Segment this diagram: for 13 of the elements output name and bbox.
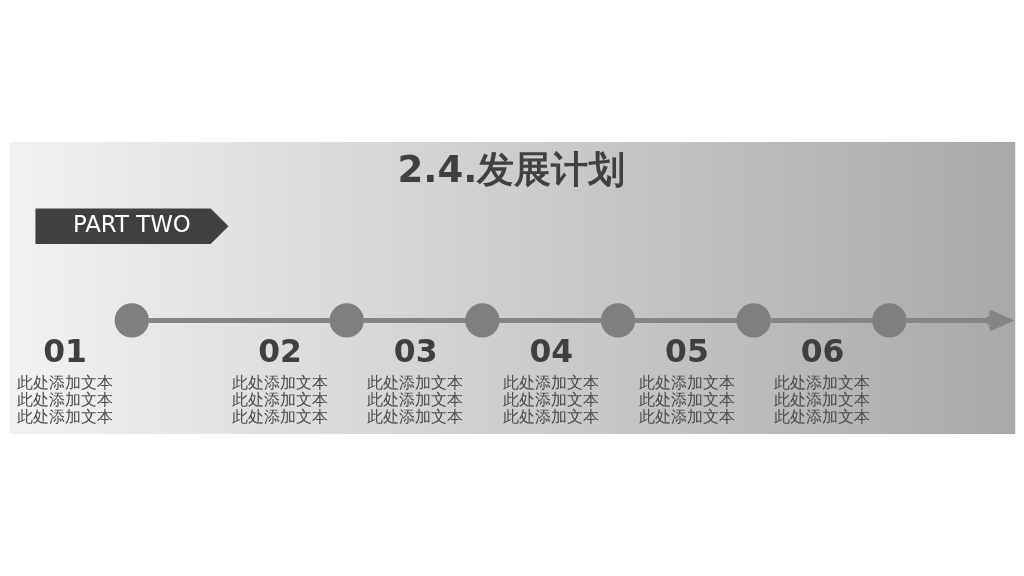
node-label: 此处添加文本此处添加文本此处添加文本: [773, 373, 870, 427]
diagram-title: 2.4.发展计划: [397, 147, 625, 191]
node-label: 此处添加文本此处添加文本此处添加文本: [502, 373, 599, 427]
node-label: 04: [528, 333, 573, 370]
node-label: 此处添加文本此处添加文本此处添加文本: [638, 373, 735, 427]
node-label: 01: [42, 333, 87, 370]
node-label: 06: [800, 333, 844, 370]
node-label: 此处添加文本此处添加文本此处添加文本: [366, 373, 463, 427]
node-label: 05: [664, 333, 709, 370]
node-label: 此处添加文本此处添加文本此处添加文本: [231, 373, 328, 427]
node-label: 03: [393, 333, 438, 370]
node-label: 02: [257, 333, 302, 370]
node-label: 此处添加文本此处添加文本此处添加文本: [16, 373, 113, 427]
